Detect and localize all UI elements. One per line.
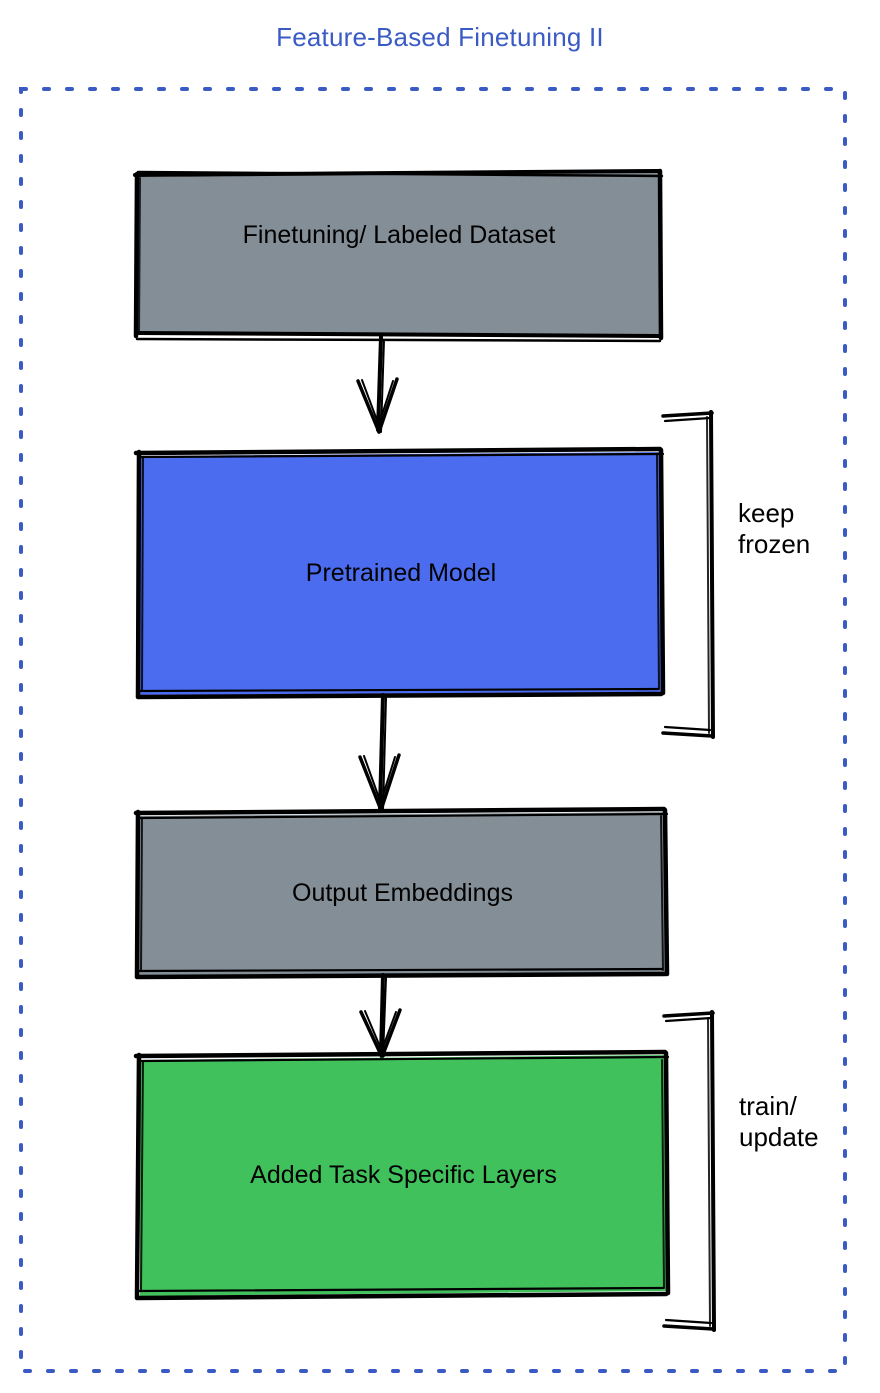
dashed-frame (19, 87, 847, 1373)
page-title: Feature-Based Finetuning II (276, 22, 604, 52)
arrow-dataset-to-model (356, 335, 399, 434)
node-dataset[interactable] (133, 168, 664, 343)
bracket-train-update (662, 1010, 716, 1332)
arrow-model-to-embed (358, 693, 401, 812)
node-embed[interactable] (133, 806, 670, 980)
node-layers[interactable] (133, 1049, 671, 1301)
arrow-embed-to-layers (359, 973, 402, 1059)
node-model[interactable] (133, 446, 666, 700)
bracket-keep-frozen (661, 410, 715, 739)
bracket-label-keep-frozen: keep frozen (738, 498, 811, 559)
bracket-label-train-update: train/ update (739, 1091, 819, 1152)
